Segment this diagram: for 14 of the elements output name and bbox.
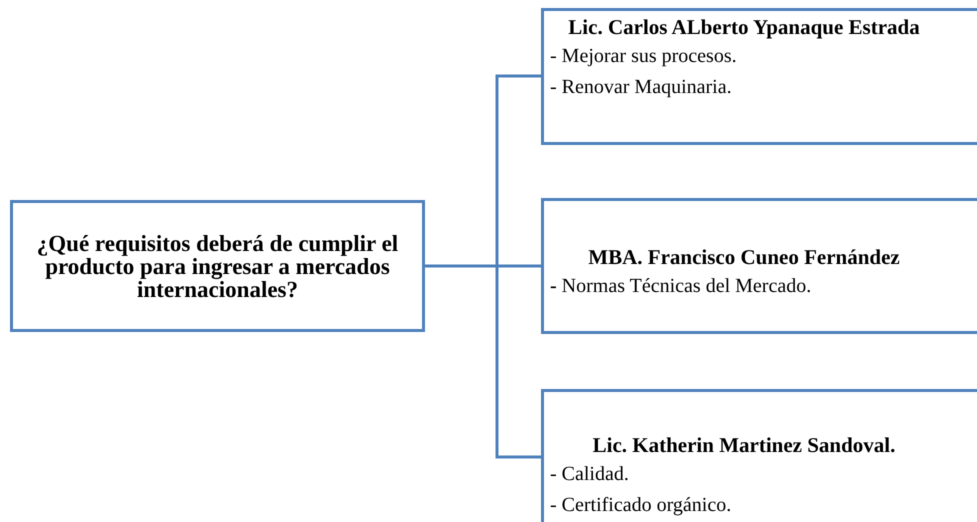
requirement-text: - Renovar Maquinaria. [549, 75, 733, 100]
expert-name: MBA. Francisco Cuneo Fernández [587, 246, 901, 268]
requirement-text: - Certificado orgánico. [549, 493, 732, 518]
expert-box [541, 389, 977, 522]
requirement-text: - Normas Técnicas del Mercado. [549, 274, 812, 300]
expert-name: Lic. Katherin Martinez Sandoval. [592, 434, 896, 456]
requirement-text: - Mejorar sus procesos. [549, 44, 738, 70]
requirement-text: - Calidad. [549, 462, 630, 488]
connector-line [425, 264, 541, 458]
expert-box [541, 8, 977, 145]
question-box [10, 200, 425, 332]
expert-name: Lic. Carlos ALberto Ypanaque Estrada [567, 16, 921, 38]
question-text: ¿Qué requisitos deberá de cumplir el producto para ingresar a mercados internacionales? [36, 232, 400, 300]
expert-box [541, 198, 977, 334]
